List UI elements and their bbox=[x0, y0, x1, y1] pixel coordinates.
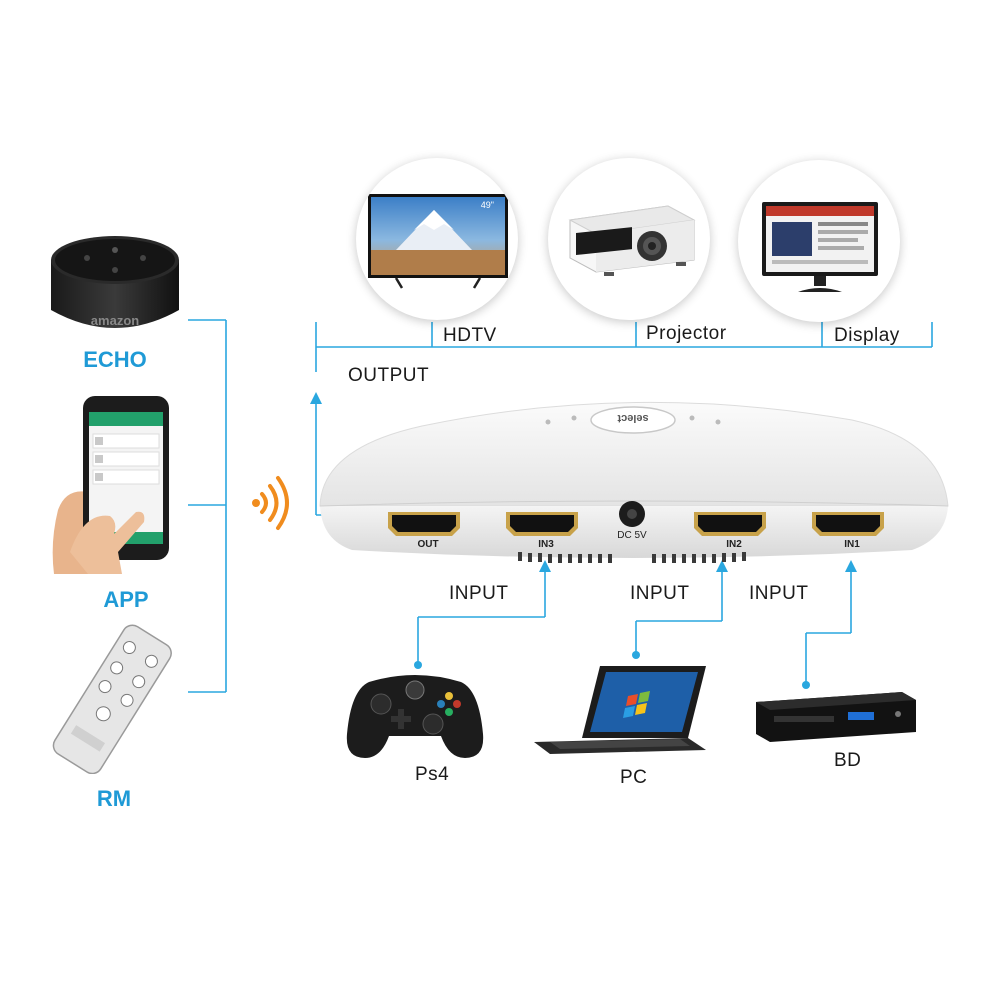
app-label: APP bbox=[103, 587, 149, 612]
wifi-signal-icon bbox=[248, 473, 298, 533]
laptop-icon bbox=[530, 662, 710, 756]
hdtv-circle: 49" bbox=[356, 158, 518, 320]
input-label-ps4: Ps4 bbox=[415, 764, 450, 785]
input-heading-1: INPUT bbox=[449, 583, 509, 604]
input-heading-3: INPUT bbox=[749, 583, 809, 604]
port-label-out: OUT bbox=[417, 539, 439, 550]
input-heading-2: INPUT bbox=[630, 583, 690, 604]
input-label-pc: PC bbox=[620, 767, 648, 788]
echo-brand-text: amazon bbox=[91, 313, 139, 328]
output-label-hdtv: HDTV bbox=[443, 325, 497, 346]
select-button: select bbox=[617, 412, 649, 424]
gamepad-icon bbox=[345, 664, 485, 764]
projector-icon bbox=[568, 205, 696, 276]
output-label-projector: Projector bbox=[646, 323, 727, 344]
remote-control-icon bbox=[42, 622, 182, 775]
bluray-player-icon bbox=[752, 688, 918, 744]
input-label-bd: BD bbox=[834, 750, 862, 771]
hdmi-switch-icon bbox=[312, 388, 952, 568]
smartphone-app-icon bbox=[48, 392, 183, 574]
tv-size-badge: 49" bbox=[481, 200, 494, 210]
output-heading: OUTPUT bbox=[348, 365, 430, 386]
port-label-in3: IN3 bbox=[538, 539, 554, 550]
tv-icon: 49" bbox=[368, 194, 508, 289]
port-label-in1: IN1 bbox=[844, 539, 860, 550]
rm-label: RM bbox=[96, 786, 132, 811]
projector-circle bbox=[548, 158, 710, 320]
port-label-in2: IN2 bbox=[726, 539, 742, 550]
output-label-display: Display bbox=[834, 325, 900, 346]
monitor-icon bbox=[762, 202, 878, 292]
display-circle bbox=[738, 160, 900, 322]
dc-power-label: DC 5V bbox=[617, 530, 647, 541]
echo-label: ECHO bbox=[83, 347, 147, 372]
echo-speaker-icon: amazon bbox=[45, 228, 185, 340]
